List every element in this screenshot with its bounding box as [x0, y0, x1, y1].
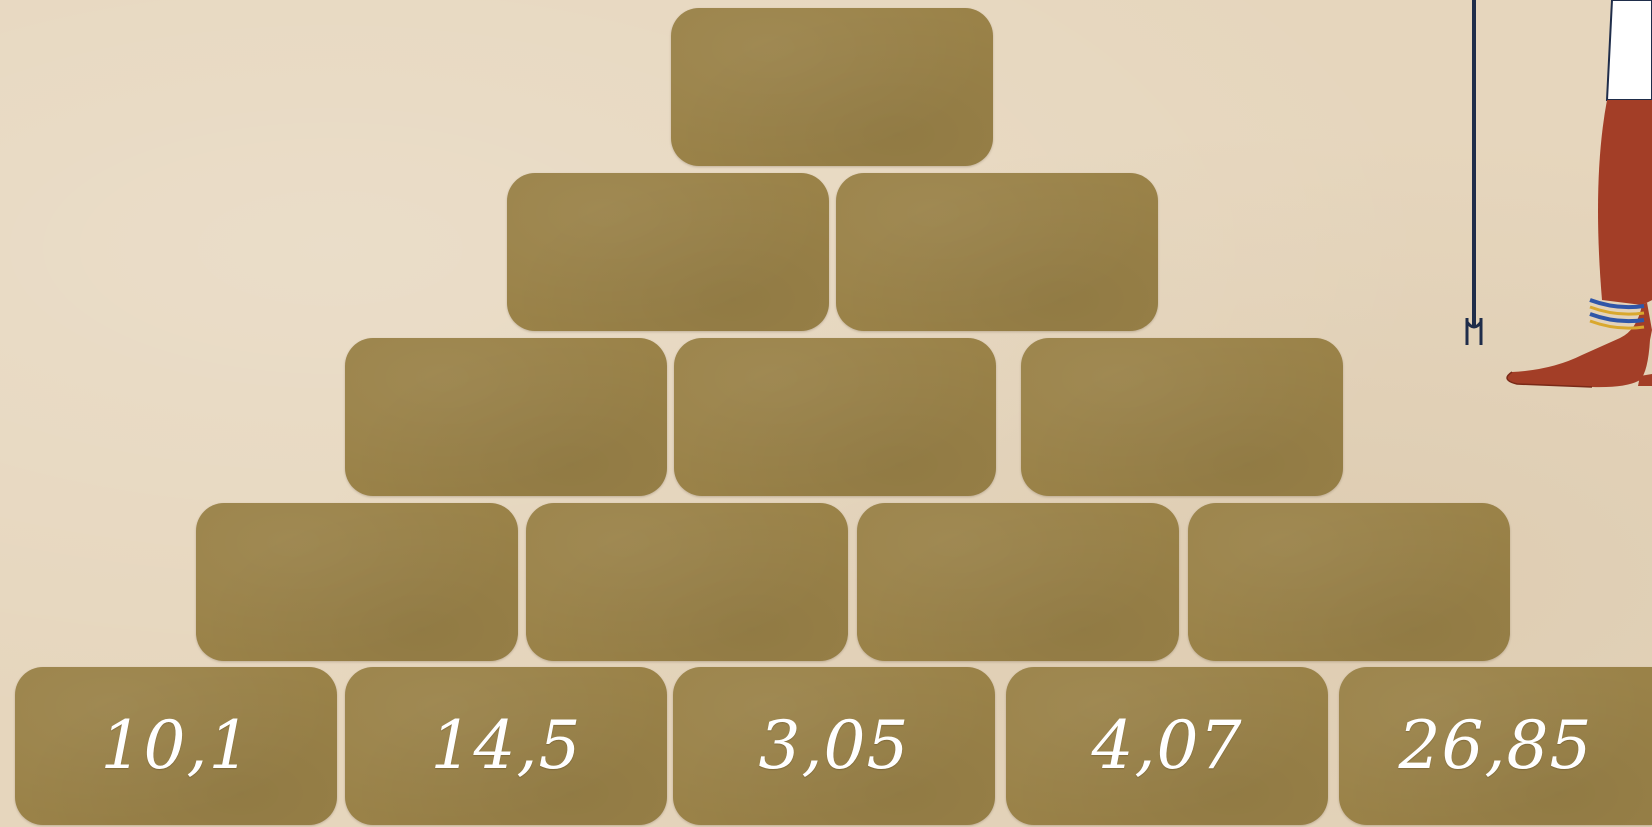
- pyramid-block-r4-c2[interactable]: [526, 503, 848, 661]
- block-value: 26,85: [1399, 713, 1593, 779]
- pyramid-block-r2-c1[interactable]: [507, 173, 829, 331]
- pyramid-block-r4-c4[interactable]: [1188, 503, 1510, 661]
- pyramid-block-r5-c1: 10,1: [15, 667, 337, 825]
- pyramid-block-r3-c1[interactable]: [345, 338, 667, 496]
- block-value: 4,07: [1092, 713, 1243, 779]
- pyramid-block-r4-c3[interactable]: [857, 503, 1179, 661]
- pyramid-block-r5-c3: 3,05: [673, 667, 995, 825]
- egyptian-figure-legs-icon: [1452, 0, 1652, 400]
- pyramid-block-r5-c4: 4,07: [1006, 667, 1328, 825]
- pyramid-block-r5-c2: 14,5: [345, 667, 667, 825]
- pyramid-block-r3-c3[interactable]: [1021, 338, 1343, 496]
- pyramid-block-r3-c2[interactable]: [674, 338, 996, 496]
- pyramid-block-r2-c2[interactable]: [836, 173, 1158, 331]
- pyramid-block-r4-c1[interactable]: [196, 503, 518, 661]
- block-value: 10,1: [101, 713, 252, 779]
- pyramid-block-r5-c5: 26,85: [1339, 667, 1652, 825]
- pyramid-block-r1-c1[interactable]: [671, 8, 993, 166]
- block-value: 14,5: [431, 713, 582, 779]
- block-value: 3,05: [759, 713, 910, 779]
